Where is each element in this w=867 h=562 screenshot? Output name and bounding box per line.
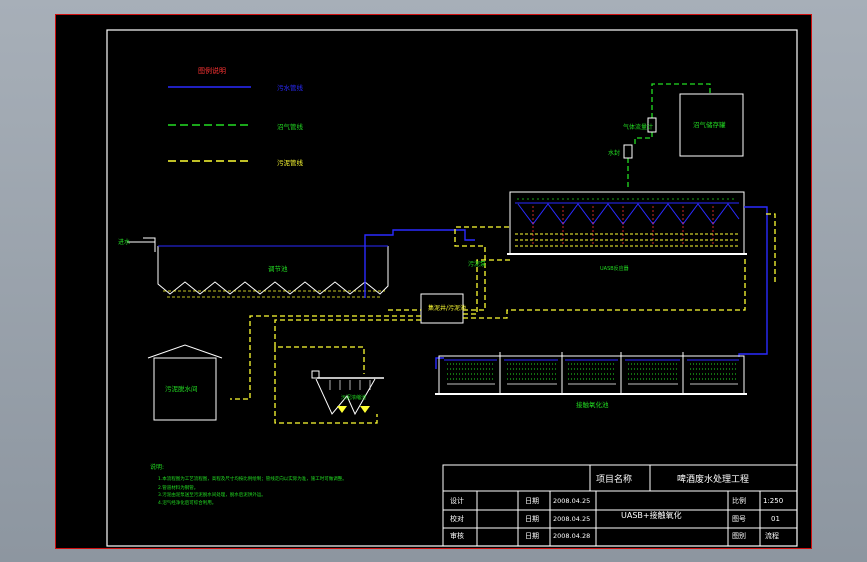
project-label: 项目名称 xyxy=(596,473,632,485)
sewage-pipes xyxy=(364,206,768,369)
inlet: 进水 xyxy=(118,237,156,252)
notes: 说明: 1.本流程图为工艺流程图，高程及尺寸均按比例绘制；管线走向以实际为准，施… xyxy=(150,463,347,506)
notes-line-2: 2.管道材料为钢管。 xyxy=(158,484,198,491)
sludge-collect-tank xyxy=(420,293,464,324)
sheet-label: 图号 xyxy=(732,515,746,523)
uasb-label: UASB反应器 xyxy=(600,265,629,272)
title-block xyxy=(442,464,798,547)
water-seal-label: 水封 xyxy=(608,149,620,157)
drawing-sheet xyxy=(55,14,812,549)
biogas-pipes xyxy=(627,83,711,189)
inlet-label: 进水 xyxy=(118,238,130,246)
uasb-reactor: UASB反应器 xyxy=(507,191,747,272)
sheet-value: 01 xyxy=(771,515,780,523)
sludge-pump-label: 污泥泵 xyxy=(468,260,486,268)
legend-label-biogas: 沼气管线 xyxy=(277,122,304,131)
contact-oxidation-label: 接触氧化池 xyxy=(576,400,609,409)
dewater-house: 污泥脱水间 xyxy=(147,344,223,421)
type-label: 图别 xyxy=(732,531,746,540)
biogas-tank-label: 沼气储存罐 xyxy=(693,120,726,129)
date-label-2: 日期 xyxy=(525,515,539,523)
scale-label: 比例 xyxy=(732,496,746,505)
legend: 图例说明 污水管线 沼气管线 污泥管线 xyxy=(168,66,304,167)
water-seal xyxy=(623,144,633,159)
adjust-tank-label: 调节池 xyxy=(268,264,288,273)
gas-meter xyxy=(647,117,657,133)
contact-oxidation-tank: 接触氧化池 xyxy=(435,352,747,409)
legend-title: 图例说明 xyxy=(198,66,226,75)
project-name: 啤酒废水处理工程 xyxy=(677,473,749,485)
sludge-thickener-label: 污泥浓缩池 xyxy=(341,394,366,401)
date-label-3: 日期 xyxy=(525,532,539,540)
sludge-pipes xyxy=(230,213,776,424)
date-1: 2008.04.25 xyxy=(553,497,590,505)
gas-meter-label: 气体流量计 xyxy=(623,123,653,131)
process-flow-drawing: 图例说明 污水管线 沼气管线 污泥管线 沼气储存罐 气体流量计 水封 xyxy=(55,14,812,549)
dewater-house-label: 污泥脱水间 xyxy=(165,384,198,393)
role-design: 设计 xyxy=(450,496,464,505)
sludge-thickener: 污泥浓缩池 xyxy=(311,370,384,416)
scale-value: 1:250 xyxy=(763,497,783,505)
date-label-1: 日期 xyxy=(525,497,539,505)
role-check: 校对 xyxy=(450,514,464,523)
notes-line-3: 3.污泥由泥泵送至污泥脱水间处理，脱水后泥饼外运。 xyxy=(158,491,266,498)
notes-line-1: 1.本流程图为工艺流程图，高程及尺寸均按比例绘制；管线走向以实际为准，施工时可做… xyxy=(158,475,347,482)
notes-line-4: 4.沼气经净化后可综合利用。 xyxy=(158,499,216,506)
role-review: 审核 xyxy=(450,531,464,540)
legend-label-sewage: 污水管线 xyxy=(277,83,304,92)
title-block-text: 项目名称 啤酒废水处理工程 UASB+接触氧化 设计 校对 审核 日期 日期 日… xyxy=(450,473,783,540)
sludge-collect-label: 集泥井/污泥池 xyxy=(428,304,466,312)
notes-title: 说明: xyxy=(150,463,164,471)
legend-label-sludge: 污泥管线 xyxy=(277,158,304,167)
date-3: 2008.04.28 xyxy=(553,532,590,540)
type-value: 流程 xyxy=(765,531,779,540)
biogas-tank xyxy=(679,93,744,157)
date-2: 2008.04.25 xyxy=(553,515,590,523)
drawing-name: UASB+接触氧化 xyxy=(621,510,682,520)
